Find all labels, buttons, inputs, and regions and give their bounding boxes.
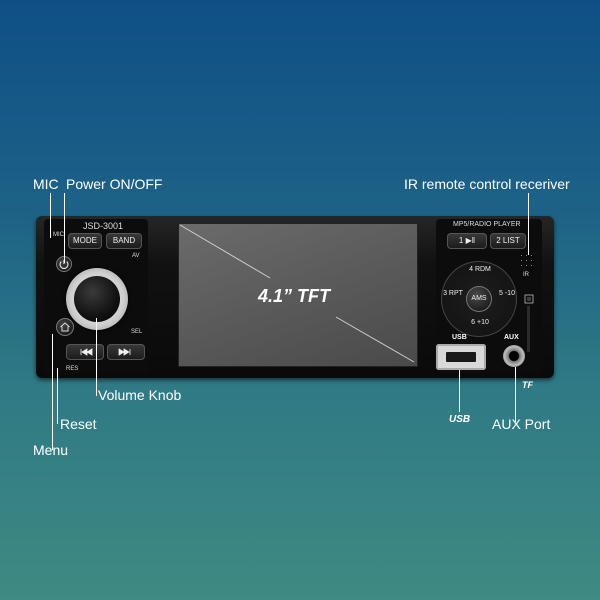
menu-button[interactable] bbox=[56, 318, 74, 336]
ir-receiver bbox=[519, 253, 533, 267]
volume-leader-line bbox=[96, 318, 97, 396]
av-label: AV bbox=[132, 253, 140, 259]
list-button[interactable]: 2 LIST bbox=[490, 233, 526, 249]
usb-leader-line bbox=[459, 370, 460, 412]
home-icon bbox=[60, 322, 70, 332]
skip-back-icon bbox=[80, 348, 93, 356]
ir-leader-line bbox=[528, 193, 529, 255]
mic-leader-line bbox=[50, 193, 51, 238]
menu-leader-line bbox=[52, 334, 53, 450]
ir-label: IR bbox=[523, 272, 529, 278]
dpad-right-button[interactable]: 5 -10 bbox=[499, 290, 515, 297]
reset-callout: Reset bbox=[60, 416, 97, 432]
tf-card-slot[interactable] bbox=[527, 306, 530, 352]
ir-callout: IR remote control receriver bbox=[404, 176, 570, 192]
volume-knob[interactable] bbox=[74, 276, 120, 322]
ams-button[interactable]: AMS bbox=[466, 286, 492, 312]
tf-label: TF bbox=[522, 380, 533, 390]
model-label: JSD-3001 bbox=[83, 221, 124, 231]
skip-forward-icon bbox=[118, 348, 131, 356]
play-pause-button[interactable]: 1 ▶‖ bbox=[447, 233, 487, 249]
usb-callout: USB bbox=[449, 414, 471, 425]
usb-port-label: USB bbox=[452, 334, 467, 341]
sel-label: SEL bbox=[131, 329, 143, 335]
menu-callout: Menu bbox=[33, 442, 69, 458]
dpad-left-button[interactable]: 3 RPT bbox=[443, 290, 463, 297]
usb-port-slot bbox=[446, 352, 476, 362]
mode-button[interactable]: MODE bbox=[68, 233, 102, 249]
volume-knob-callout: Volume Knob bbox=[98, 387, 182, 403]
mic-callout: MIC bbox=[33, 176, 59, 192]
band-button[interactable]: BAND bbox=[106, 233, 142, 249]
aux-leader-line bbox=[515, 367, 516, 422]
next-track-button[interactable] bbox=[107, 344, 145, 360]
prev-track-button[interactable] bbox=[66, 344, 104, 360]
dpad-up-button[interactable]: 4 RDM bbox=[469, 266, 491, 273]
power-callout: Power ON/OFF bbox=[66, 176, 163, 192]
aux-port-callout: AUX Port bbox=[492, 416, 551, 432]
screen-size-label: 4.1” TFT bbox=[258, 286, 331, 306]
dpad-down-button[interactable]: 6 +10 bbox=[471, 319, 489, 326]
reset-hole-label: RES bbox=[66, 366, 79, 372]
player-label: MP5/RADIO PLAYER bbox=[453, 221, 521, 228]
mic-hole-label: MIC bbox=[53, 232, 64, 238]
sd-card-icon bbox=[524, 294, 534, 304]
reset-leader-line bbox=[57, 368, 58, 424]
aux-port-label: AUX bbox=[504, 334, 519, 341]
power-leader-line bbox=[64, 193, 65, 263]
aux-port[interactable] bbox=[503, 345, 525, 367]
